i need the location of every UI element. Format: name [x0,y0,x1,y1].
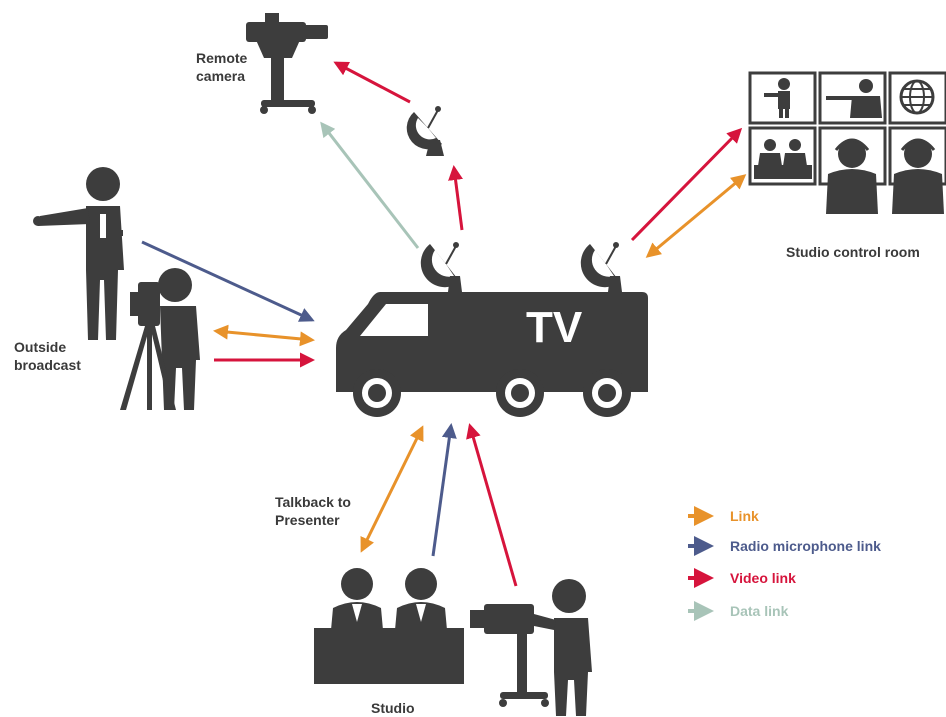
talkback-label-2: Presenter [275,512,340,528]
van-dish-right-icon [580,242,622,292]
remote-camera-label-2: camera [196,68,245,84]
studio-label: Studio [371,700,415,716]
legend-item-link: Link [688,506,759,526]
remote-camera-icon [246,13,328,114]
outside-broadcast-label-1: Outside [14,339,66,355]
satellite-dish-icon [406,106,444,156]
outside-broadcast-label-2: broadcast [14,357,81,373]
van-dish-left-icon [420,242,462,292]
control-room-monitors-icon [748,71,946,214]
legend-label-video: Video link [730,570,796,586]
legend-item-video: Video link [688,568,796,588]
studio-camera-operator-icon [470,579,592,716]
reporter-icon [33,167,124,340]
link-arrow-van-control-room [645,174,747,258]
legend-item-radio: Radio microphone link [688,536,881,556]
studio-control-room-label: Studio control room [786,244,920,260]
remote-camera-label-1: Remote [196,50,248,66]
video-arrow-van-to-dish [448,165,464,231]
video-arrow-dish-to-remote-camera [333,61,411,104]
radio-arrow-studio-to-van [431,423,457,557]
radio-arrow-reporter-to-van [141,240,315,322]
legend: Link Radio microphone link Video link Da… [688,506,881,621]
video-arrow-studio-to-van [466,423,518,587]
talkback-label-1: Talkback to [275,494,351,510]
camera-operator-icon [120,268,200,410]
link-arrow-talkback [360,425,424,553]
legend-label-link: Link [730,508,759,524]
legend-label-radio: Radio microphone link [730,538,881,554]
link-arrow-outside-van [213,324,315,347]
legend-item-data: Data link [688,601,789,621]
legend-label-data: Data link [730,603,789,619]
studio-presenters-icon [314,568,464,684]
data-arrow-van-to-remote-camera [320,121,420,249]
tv-van-icon: TV [336,292,648,417]
tv-text: TV [526,303,583,352]
